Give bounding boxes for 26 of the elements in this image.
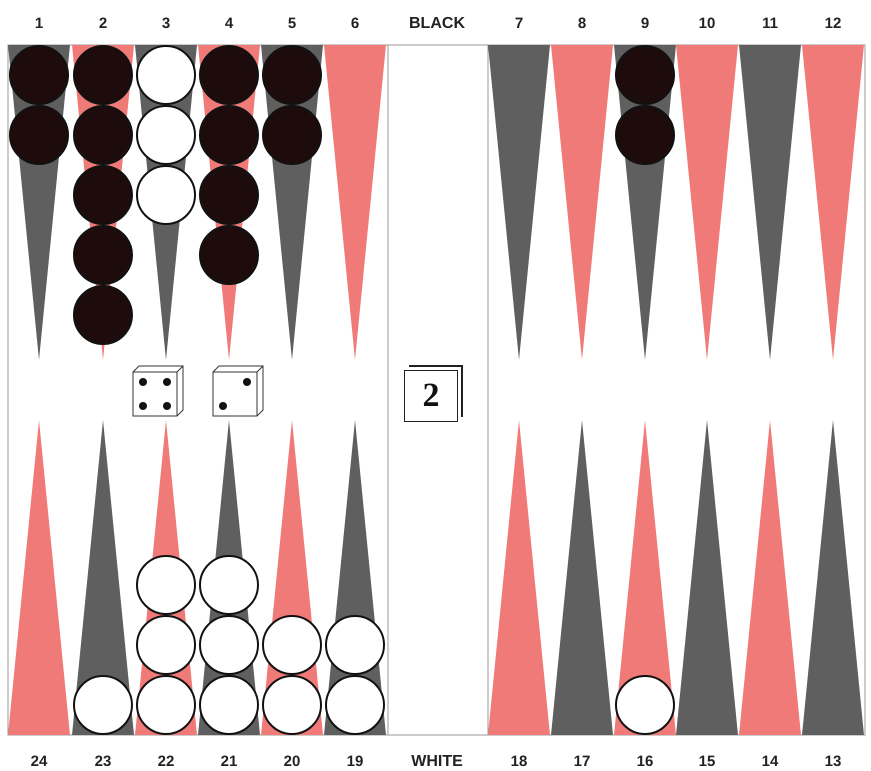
point-number: 20: [284, 753, 300, 770]
point-number: 4: [224, 15, 234, 32]
point-number: 14: [762, 753, 778, 770]
point-number: 23: [94, 753, 112, 770]
point-number: 7: [514, 15, 524, 32]
point-number: 24: [30, 753, 48, 770]
point-number: 12: [824, 15, 842, 32]
point-number: 13: [824, 753, 842, 770]
point-number: 5: [288, 15, 296, 32]
point-number: 2: [98, 15, 108, 32]
point-number: 18: [510, 753, 528, 770]
point-number: 15: [698, 753, 716, 770]
point-number: 8: [578, 15, 586, 32]
point-number: 22: [158, 753, 174, 770]
point-number: 1: [34, 15, 44, 32]
point-number: 3: [162, 15, 170, 32]
point-number: 19: [346, 753, 364, 770]
side-label: WHITE: [411, 753, 463, 770]
point-number: 16: [636, 753, 654, 770]
point-number: 17: [574, 753, 590, 770]
point-number: 10: [698, 15, 716, 32]
point-number: 6: [350, 15, 360, 32]
point-number: 21: [220, 753, 238, 770]
point-number: 9: [640, 15, 650, 32]
point-number: 11: [762, 15, 778, 32]
side-label: BLACK: [409, 15, 465, 32]
